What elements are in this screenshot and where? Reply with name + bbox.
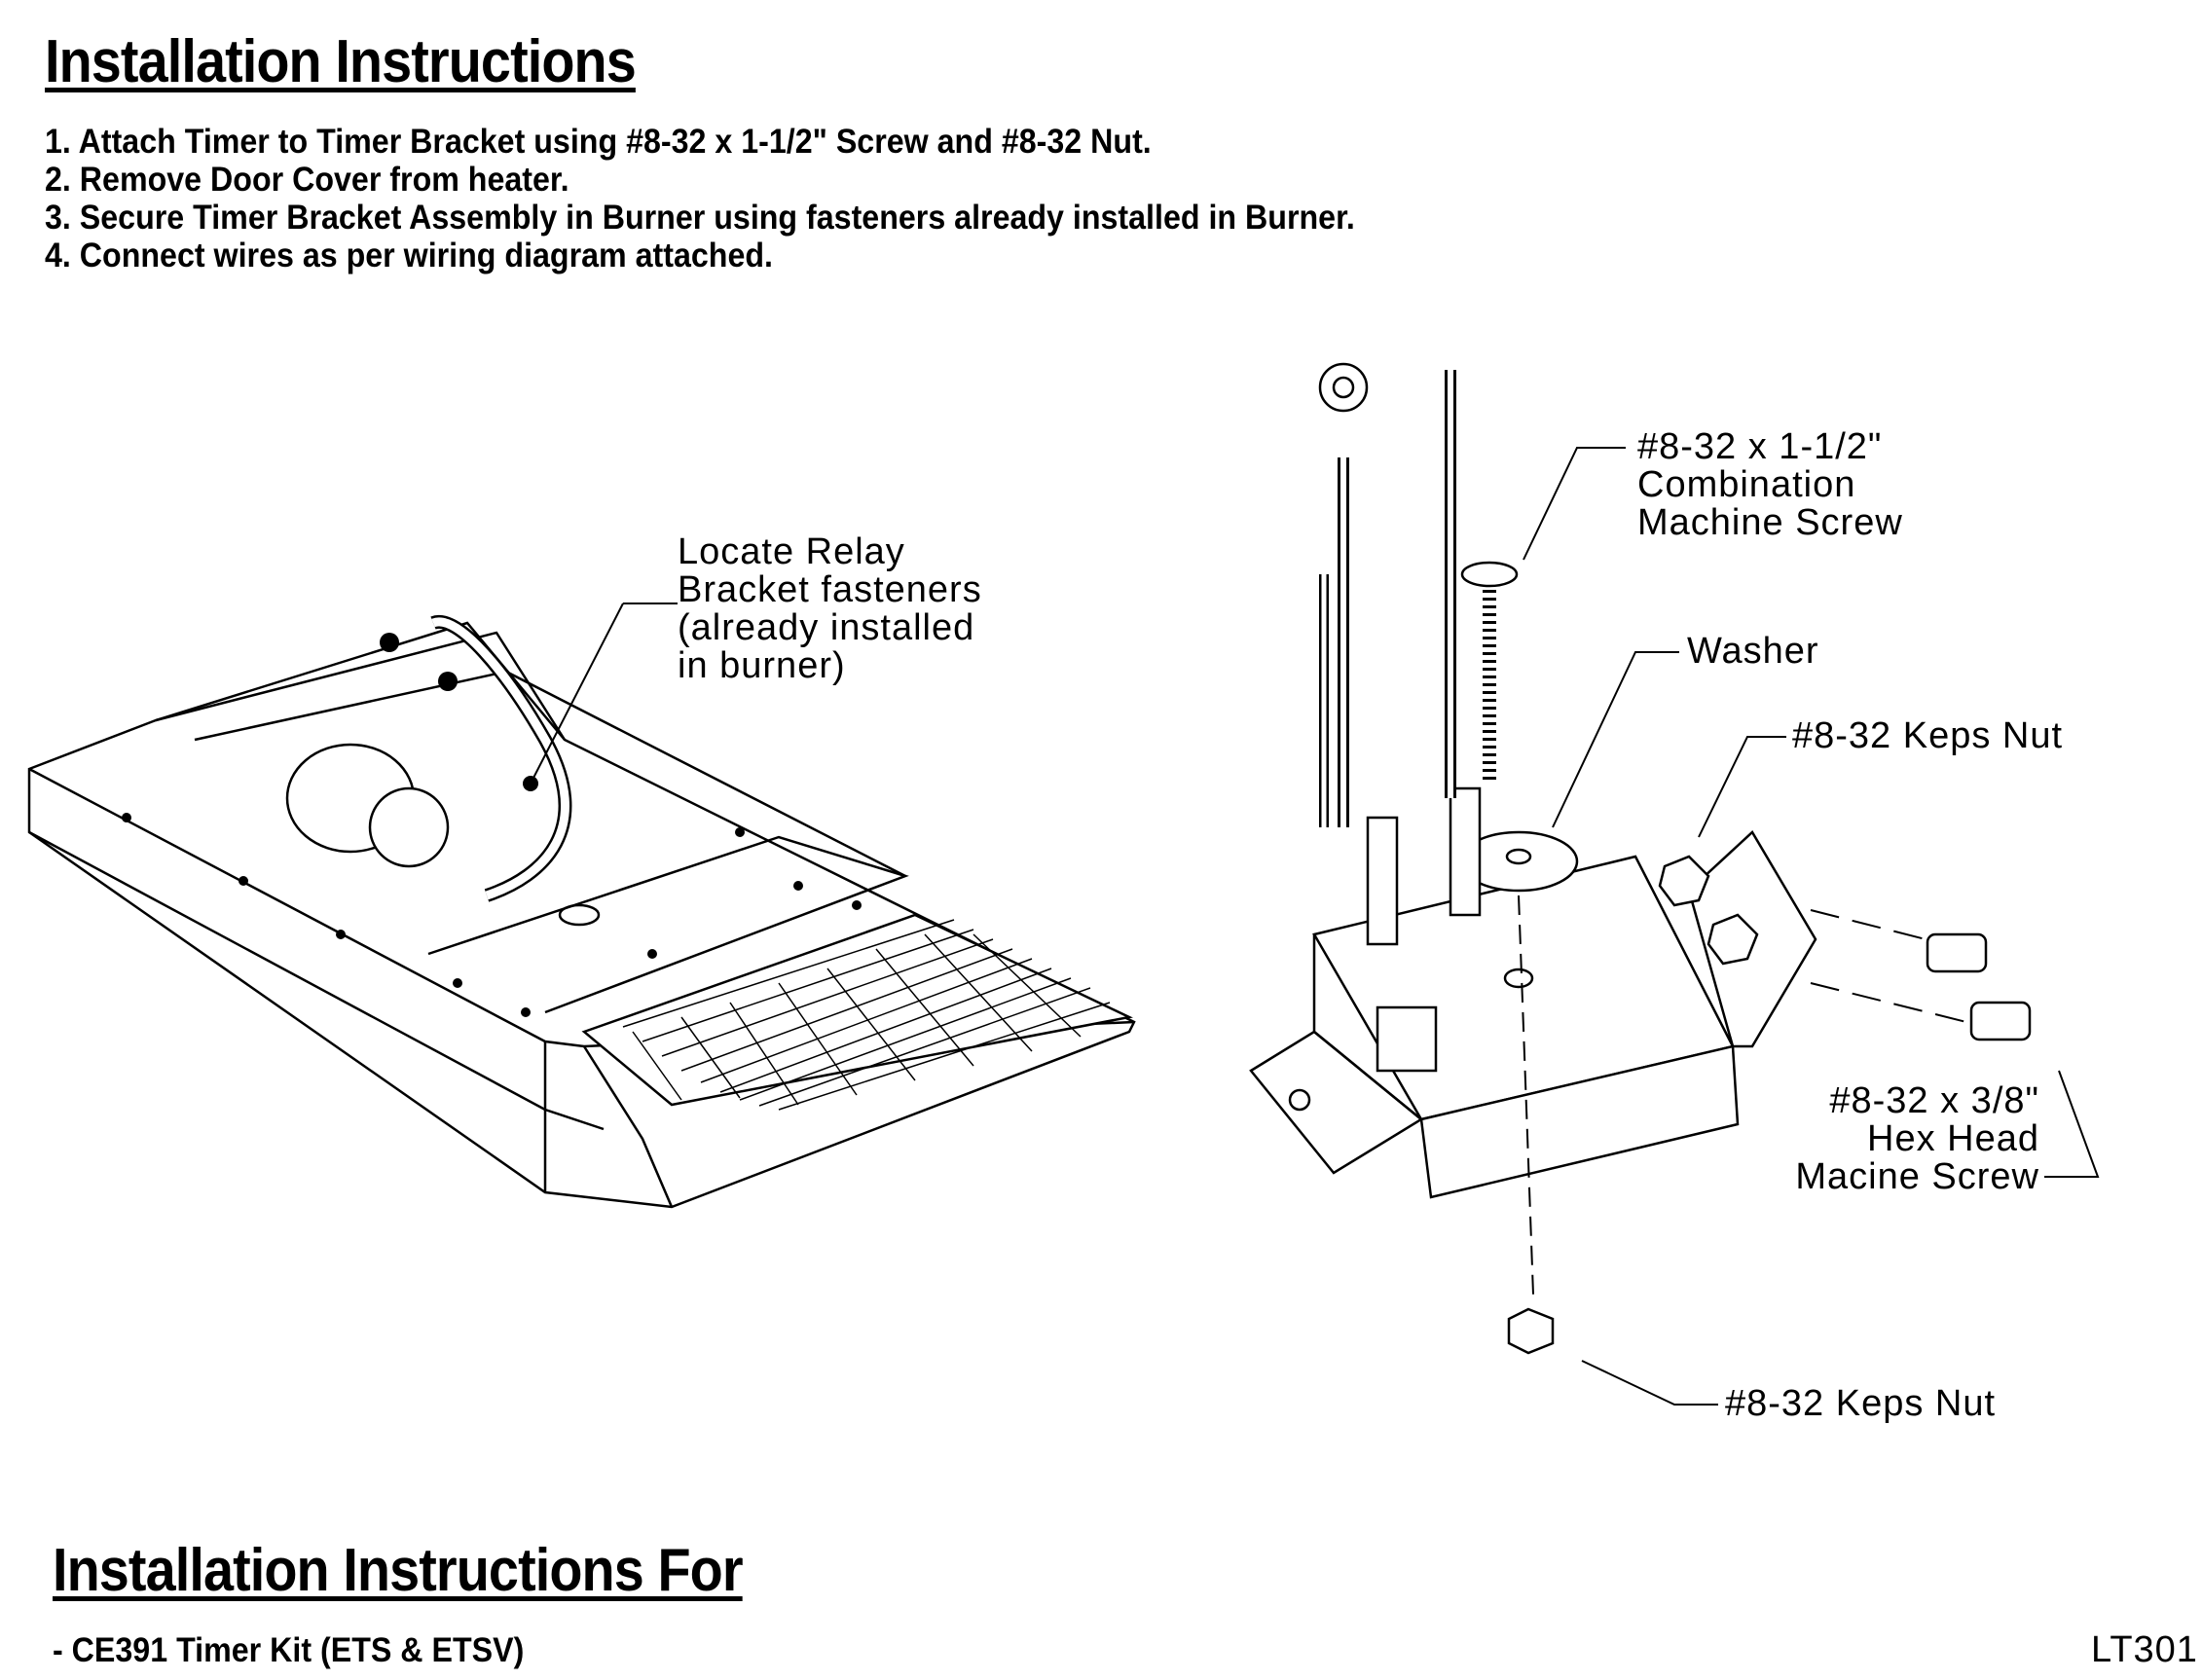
callout-line: in burner) bbox=[678, 645, 846, 686]
step-3: 3. Secure Timer Bracket Assembly in Burn… bbox=[45, 199, 1355, 237]
keps-nut-top-callout: #8-32 Keps Nut bbox=[1792, 715, 2064, 756]
callout-line: Bracket fasteners bbox=[678, 569, 982, 610]
keps-nut-bottom-callout: #8-32 Keps Nut bbox=[1725, 1383, 1997, 1424]
kit-subtitle: - CE391 Timer Kit (ETS & ETSV) bbox=[53, 1631, 525, 1669]
callout-line: Combination bbox=[1637, 464, 1856, 505]
document-code: LT301 bbox=[2091, 1629, 2198, 1670]
washer-callout: Washer bbox=[1687, 631, 1819, 672]
callout-line: Machine Screw bbox=[1637, 502, 1903, 543]
callout-line: #8-32 x 3/8" bbox=[1829, 1080, 2039, 1121]
step-2: 2. Remove Door Cover from heater. bbox=[45, 161, 569, 199]
page-title: Installation Instructions bbox=[45, 28, 637, 95]
grille-mesh bbox=[622, 919, 1111, 1111]
callout-line: Locate Relay bbox=[678, 531, 905, 572]
steps-list: 1. Attach Timer to Timer Bracket using #… bbox=[45, 123, 1469, 274]
leader-lines bbox=[1523, 447, 2100, 1406]
hex-screw-callout: #8-32 x 3/8" Hex Head Macine Screw bbox=[1713, 1082, 2039, 1196]
combination-screw-callout: #8-32 x 1-1/2" Combination Machine Screw bbox=[1637, 428, 1903, 542]
callout-line: Macine Screw bbox=[1795, 1156, 2039, 1197]
fastener-dots bbox=[122, 633, 862, 1017]
callout-line: #8-32 x 1-1/2" bbox=[1637, 426, 1883, 467]
step-1: 1. Attach Timer to Timer Bracket using #… bbox=[45, 123, 1152, 161]
step-4: 4. Connect wires as per wiring diagram a… bbox=[45, 237, 773, 274]
callout-line: (already installed bbox=[678, 607, 975, 648]
footer-title: Installation Instructions For bbox=[53, 1537, 744, 1604]
timer-bracket-illustration bbox=[1249, 362, 2032, 1355]
callout-line: Hex Head bbox=[1867, 1118, 2039, 1159]
relay-bracket-callout: Locate Relay Bracket fasteners (already … bbox=[678, 533, 982, 685]
burner-illustration bbox=[27, 614, 1136, 1209]
